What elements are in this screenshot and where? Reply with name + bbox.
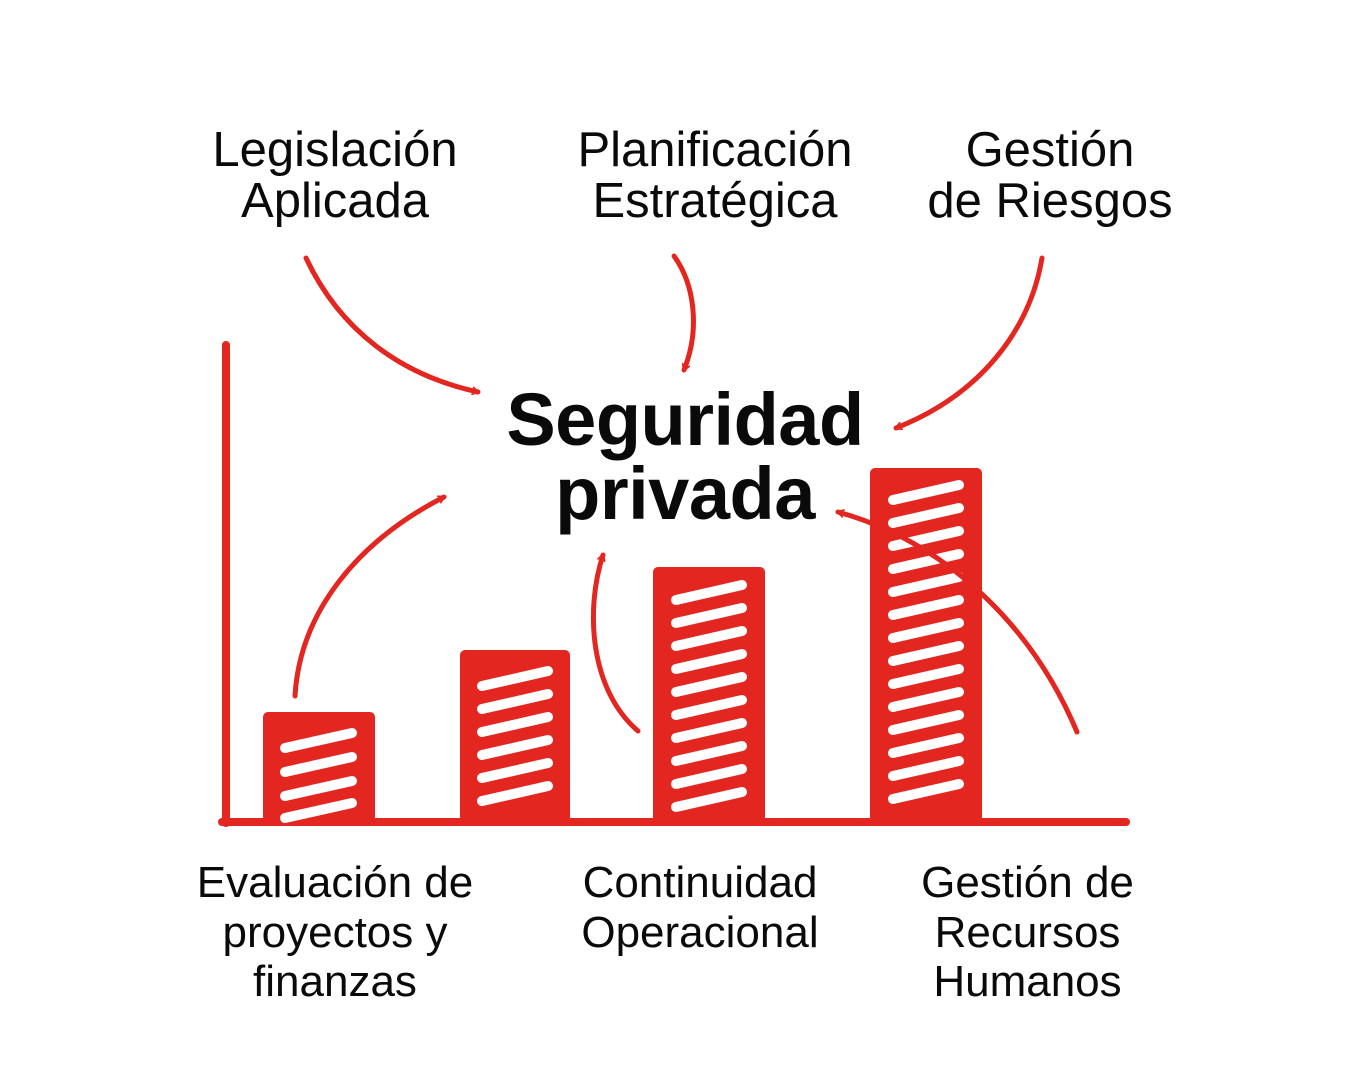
label-line: Operacional xyxy=(581,907,819,957)
arrow-riesgos xyxy=(893,255,1045,431)
label-line: Humanos xyxy=(933,957,1122,1007)
label-evaluacion-proyectos-finanzas: Evaluación de proyectos y finanzas xyxy=(170,858,500,1007)
bar-3 xyxy=(653,567,765,822)
label-line: finanzas xyxy=(253,957,417,1007)
label-line: Recursos xyxy=(934,907,1121,957)
label-line: Evaluación de xyxy=(196,858,474,907)
label-line: de Riesgos xyxy=(927,174,1173,229)
label-line: Gestión de xyxy=(921,858,1134,907)
label-line: Estratégica xyxy=(592,174,838,229)
label-line: Gestión xyxy=(965,123,1135,177)
arrow-continuidad xyxy=(590,552,641,734)
label-line: Planificación xyxy=(577,123,853,177)
bar-4 xyxy=(870,468,982,822)
arrow-legislacion xyxy=(303,255,481,396)
bar-1 xyxy=(263,712,375,823)
label-line: Aplicada xyxy=(241,174,429,229)
label-line: Continuidad xyxy=(582,858,818,907)
bar-2 xyxy=(460,650,570,822)
arrow-rrhh xyxy=(835,509,1080,735)
center-title-line1: Seguridad xyxy=(506,378,864,461)
center-title-line2: privada xyxy=(555,452,815,535)
label-gestion-de-riesgos: Gestión de Riesgos xyxy=(900,123,1200,229)
label-legislacion-aplicada: Legislación Aplicada xyxy=(185,123,485,229)
arrow-evaluacion xyxy=(292,494,447,699)
label-line: Legislación xyxy=(212,123,458,177)
label-line: proyectos y xyxy=(222,907,448,957)
label-planificacion-estrategica: Planificación Estratégica xyxy=(545,123,885,229)
label-gestion-recursos-humanos: Gestión de Recursos Humanos xyxy=(880,858,1175,1007)
arrow-planificacion xyxy=(671,253,696,373)
center-title: Seguridad privada xyxy=(470,383,900,531)
label-continuidad-operacional: Continuidad Operacional xyxy=(550,858,850,957)
